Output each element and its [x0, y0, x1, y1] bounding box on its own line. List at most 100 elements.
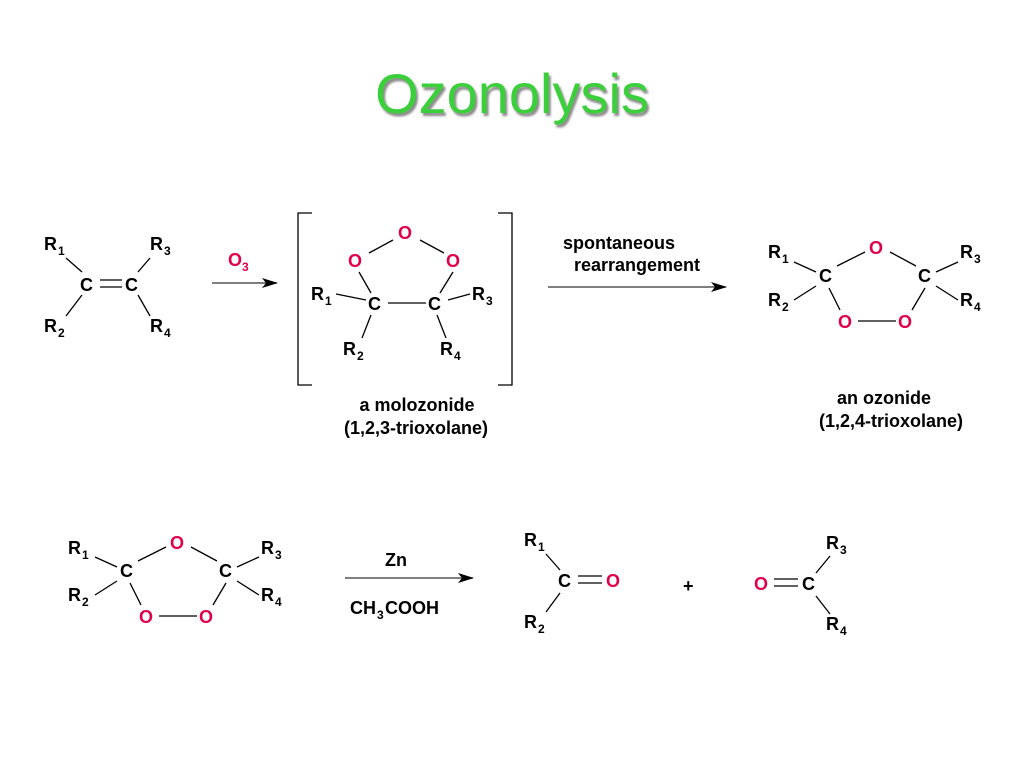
r-group: R	[960, 290, 973, 310]
r-group: R	[68, 585, 81, 605]
acid-subscript: 3	[377, 608, 384, 622]
r-subscript: 1	[782, 252, 789, 266]
single-bond	[212, 582, 227, 606]
single-bond	[129, 582, 142, 606]
right-bracket	[498, 212, 513, 386]
carbonyl-product-2: O C R 3 R 4	[754, 533, 847, 638]
single-bond	[545, 592, 561, 613]
molozonide-name: a molozonide	[359, 395, 474, 415]
zinc-reagent: Zn	[385, 550, 407, 570]
carbon-atom: C	[219, 561, 232, 581]
single-bond	[793, 261, 817, 273]
r-subscript: 1	[538, 540, 545, 554]
r-group: R	[472, 284, 485, 304]
r-subscript: 1	[58, 244, 65, 258]
carbon-atom: C	[80, 275, 93, 295]
ozonide-structure: O C C O O R 1 R 2 R 3 R 4	[768, 238, 981, 332]
rearrangement-label-bottom: rearrangement	[574, 255, 700, 275]
r-group: R	[68, 538, 81, 558]
single-bond	[236, 556, 260, 568]
r-group: R	[261, 585, 274, 605]
r-group: R	[150, 316, 163, 336]
r-group: R	[524, 530, 537, 550]
single-bond	[368, 239, 394, 254]
single-bond	[935, 285, 959, 301]
single-bond	[137, 294, 151, 317]
single-bond	[419, 239, 445, 254]
r-subscript: 3	[840, 543, 847, 557]
r-group: R	[261, 538, 274, 558]
carbon-atom: C	[428, 294, 441, 314]
ozone-reagent: O	[228, 250, 242, 270]
r-subscript: 4	[164, 326, 171, 340]
oxygen-atom: O	[170, 533, 184, 553]
single-bond	[828, 287, 841, 311]
single-bond	[137, 257, 151, 273]
r-subscript: 2	[538, 622, 545, 636]
ozonide-name: an ozonide	[837, 388, 931, 408]
single-bond	[137, 546, 167, 562]
r-group: R	[960, 242, 973, 262]
single-bond	[94, 556, 118, 568]
oxygen-atom: O	[869, 238, 883, 258]
r-group: R	[768, 242, 781, 262]
oxygen-atom: O	[898, 312, 912, 332]
r-group: R	[150, 234, 163, 254]
single-bond	[911, 287, 926, 311]
r-subscript: 3	[974, 252, 981, 266]
page-title: Ozonolysis	[375, 62, 649, 125]
single-bond	[836, 251, 866, 267]
carbon-atom: C	[368, 294, 381, 314]
oxygen-atom: O	[348, 251, 362, 271]
single-bond	[436, 314, 447, 339]
single-bond	[358, 271, 372, 294]
single-bond	[361, 314, 372, 339]
single-bond	[65, 257, 83, 273]
molozonide-structure: O O O C C R 1 R 3 R 2 R 4	[297, 212, 513, 386]
oxygen-atom: O	[199, 607, 213, 627]
single-bond	[815, 595, 831, 615]
r-group: R	[524, 612, 537, 632]
single-bond	[815, 555, 831, 574]
carbonyl-product-1: R 1 C O R 2	[524, 530, 620, 636]
single-bond	[447, 293, 471, 301]
single-bond	[439, 271, 454, 294]
ozonide-structure-reactant: O C C O O R 1 R 2 R 3 R 4	[68, 533, 282, 627]
single-bond	[335, 293, 367, 301]
r-subscript: 4	[840, 624, 847, 638]
single-bond	[889, 251, 917, 267]
carbon-atom: C	[918, 266, 931, 286]
r-subscript: 3	[275, 548, 282, 562]
r-group: R	[440, 339, 453, 359]
r-subscript: 2	[82, 595, 89, 609]
single-bond	[94, 580, 118, 596]
ozonide-formula: (1,2,4-trioxolane)	[819, 411, 963, 431]
r-group: R	[343, 339, 356, 359]
acid-reagent-rest: COOH	[385, 598, 439, 618]
r-group: R	[44, 234, 57, 254]
r-group: R	[768, 290, 781, 310]
r-subscript: 1	[325, 294, 332, 308]
oxygen-atom: O	[606, 571, 620, 591]
r-subscript: 4	[275, 595, 282, 609]
alkene-structure: R 1 R 3 C C R 2 R 4	[44, 234, 171, 340]
acid-reagent: CH	[350, 598, 376, 618]
r-subscript: 4	[454, 349, 461, 363]
r-group: R	[311, 284, 324, 304]
carbon-atom: C	[802, 574, 815, 594]
single-bond	[190, 546, 218, 562]
ozone-subscript: 3	[242, 260, 249, 274]
oxygen-atom: O	[754, 574, 768, 594]
plus-sign: +	[683, 576, 694, 596]
r-group: R	[44, 316, 57, 336]
single-bond	[236, 580, 260, 596]
r-subscript: 3	[486, 294, 493, 308]
r-subscript: 1	[82, 548, 89, 562]
single-bond	[935, 261, 959, 273]
single-bond	[65, 294, 83, 317]
r-subscript: 4	[974, 300, 981, 314]
carbon-atom: C	[819, 266, 832, 286]
r-subscript: 3	[164, 244, 171, 258]
rearrangement-label-top: spontaneous	[563, 233, 675, 253]
